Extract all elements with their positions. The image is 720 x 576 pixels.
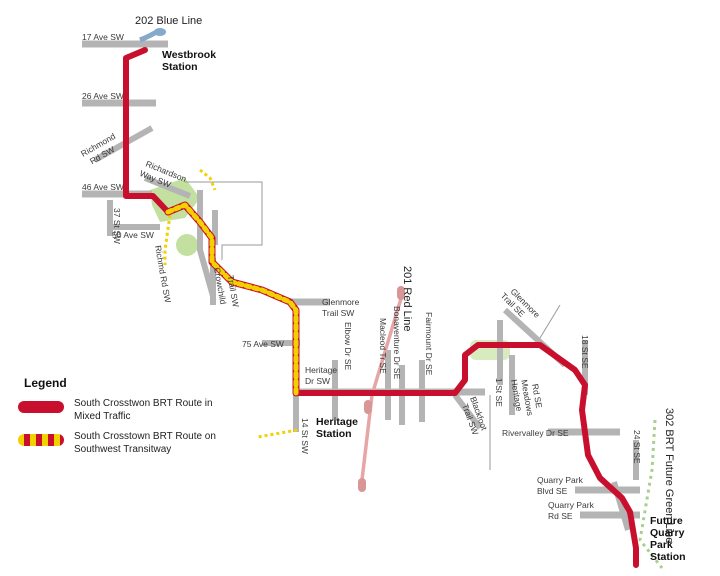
station-quarry-3: Park [650,539,673,551]
station-heritage-2: Station [316,428,352,440]
station-westbrook-1: Westbrook [162,49,216,61]
green-line-future [638,419,664,569]
label-green-line: 302 BRT Future Green Line [663,408,675,543]
legend-label-transitway: South Crosstown BRT Route on Southwest T… [74,431,216,455]
red-line-marker-mid [364,400,372,414]
label-blue-line: 202 Blue Line [135,15,202,27]
transit-line-labels: 202 Blue Line 201 Red Line 302 BRT Futur… [135,15,675,543]
route-transitway-dash [165,202,299,396]
label-quarry-rd-1: Quarry Park [548,500,595,510]
legend-swatch-solid [18,401,64,413]
label-46ave: 46 Ave SW [82,182,124,192]
label-glenmore-sw-1: Glenmore [322,297,360,307]
label-quarry-blvd-1: Quarry Park [537,475,584,485]
label-elbow: Elbow Dr SE [343,322,353,371]
legend-swatch-dashed [18,434,64,446]
route-mixed-north [123,47,171,215]
legend-item-transitway: South Crosstown BRT Route on Southwest T… [18,431,238,456]
label-heritage-meadows: Heritage Meadows Rd SE [509,379,544,417]
station-heritage-1: Heritage [316,416,358,428]
red-line-marker-top [397,286,405,300]
label-heritage-meadows-3: Rd SE [530,383,544,409]
road-blackfoot [452,393,483,430]
label-quarry-blvd-2: Blvd SE [537,486,568,496]
label-37st: 37 St SW [112,208,122,244]
label-fairmount: Fairmount Dr SE [424,312,434,376]
label-richmond-rd-vert: Richmd Rd SW [153,245,173,304]
label-75ave: 75 Ave SW [242,339,284,349]
legend-label-mixed-traffic: South Crosstwon BRT Route in Mixed Traff… [74,398,213,422]
park-small [176,234,198,256]
label-glenmore-sw-2: Trail SW [322,308,354,318]
transitway-north [199,168,217,191]
legend-item-mixed-traffic: South Crosstwon BRT Route in Mixed Traff… [18,398,238,423]
label-red-line: 201 Red Line [401,266,413,331]
outline-glenmore-se [539,304,561,339]
road-crowchild [197,190,216,297]
label-18st: 18 St SE [580,335,590,369]
label-rivervalley: Rivervalley Dr SE [502,428,569,438]
outline-richardson-block [185,181,263,260]
station-quarry-1: Future [650,515,683,527]
legend-title: Legend [24,376,67,390]
label-50ave: 50 Ave SW [112,230,154,240]
station-labels: Westbrook Station Heritage Station Futur… [162,49,686,563]
route-mixed-east [293,342,639,568]
label-26ave: 26 Ave SW [82,91,124,101]
transitway-south [257,428,298,439]
label-bonaventure: Bonaventure Dr SE [392,306,402,380]
transitway-connectors [163,168,298,439]
label-14st: 14 St SW [300,418,310,454]
label-heritage-dr-1: Heritage [305,365,337,375]
map-legend: Legend South Crosstwon BRT Route in Mixe… [18,376,238,464]
red-line-marker-bottom [358,478,366,492]
label-17ave: 17 Ave SW [82,32,124,42]
brt-route [123,47,639,568]
road-richardson [143,175,192,199]
station-quarry-4: Station [650,551,686,563]
station-quarry-2: Quarry [650,527,685,539]
label-heritage-dr-2: Dr SW [305,376,330,386]
brt-transitway-route [164,201,300,397]
station-westbrook-2: Station [162,61,198,73]
thin-lines [185,181,561,470]
label-24st: 24 St SE [632,430,642,464]
blue-line-station-marker [154,28,166,36]
label-crowchild: Crowchild Trail SW [212,267,241,308]
label-quarry-rd-2: Rd SE [548,511,573,521]
label-macleod: Macleod Tr SE [378,318,388,374]
label-1st: 1 St SE [494,378,504,407]
